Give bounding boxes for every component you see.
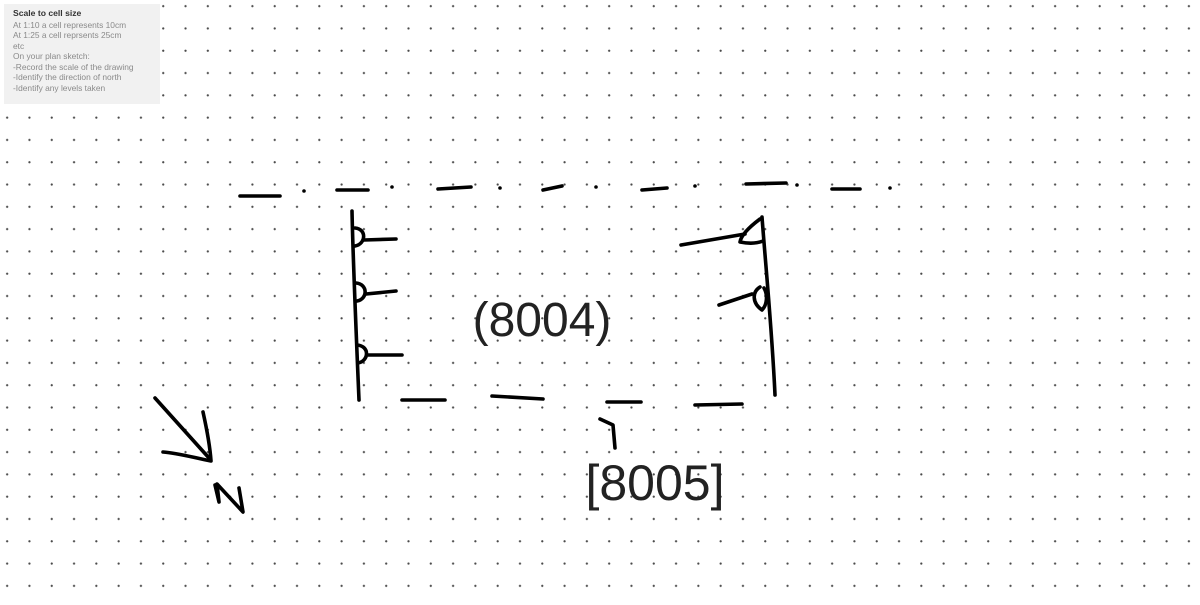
boundary-dot <box>498 186 502 190</box>
hachure-tick <box>362 237 398 242</box>
boundary-dot <box>302 189 306 193</box>
boundary-dash <box>436 185 473 191</box>
hachure-tick <box>679 232 747 247</box>
boundary-dash <box>640 186 669 192</box>
hachure-tick <box>364 289 398 296</box>
north-arrow-head <box>161 410 213 463</box>
hachure-mark <box>738 217 765 245</box>
hachure-tick <box>717 292 754 307</box>
context-label-inner: (8004) <box>473 294 612 347</box>
instruction-line: On your plan sketch: <box>13 51 90 61</box>
leader-squiggle <box>598 417 617 450</box>
instruction-line: -Record the scale of the drawing <box>13 61 134 72</box>
hachure-mark <box>353 226 366 248</box>
right-edge-line <box>760 215 777 397</box>
instruction-panel: Scale to cell size At 1:10 a cell repres… <box>4 4 160 104</box>
right-cut-edge <box>679 215 777 397</box>
boundary-dash <box>693 402 744 407</box>
boundary-dash <box>490 394 545 401</box>
boundary-dot <box>594 185 598 189</box>
boundary-dot <box>888 186 892 190</box>
context-label-outer: [8005] <box>585 455 724 511</box>
hachure-mark <box>354 281 367 303</box>
instruction-line: At 1:10 a cell represents 10cm <box>13 19 127 30</box>
boundary-dot <box>693 184 697 188</box>
north-letter-mark <box>213 482 245 514</box>
boundary-dot <box>795 183 799 187</box>
hachure-mark <box>752 285 769 312</box>
top-dashed-boundary <box>238 181 892 198</box>
boundary-dash <box>744 181 788 186</box>
instruction-line: -Identify any levels taken <box>13 82 106 93</box>
instruction-line: -Identify the direction of north <box>13 72 122 82</box>
bottom-dashed-boundary <box>400 394 744 407</box>
instruction-line: etc <box>13 40 25 51</box>
left-edge-line <box>350 209 361 402</box>
north-arrow-shaft <box>153 396 211 460</box>
north-arrow <box>153 396 245 514</box>
instruction-line: At 1:25 a cell reprsents 25cm <box>13 30 122 40</box>
boundary-dash <box>541 184 564 192</box>
left-cut-edge <box>350 209 404 402</box>
boundary-dot <box>390 185 394 189</box>
hachure-mark <box>355 343 369 365</box>
instruction-title: Scale to cell size <box>13 8 82 18</box>
